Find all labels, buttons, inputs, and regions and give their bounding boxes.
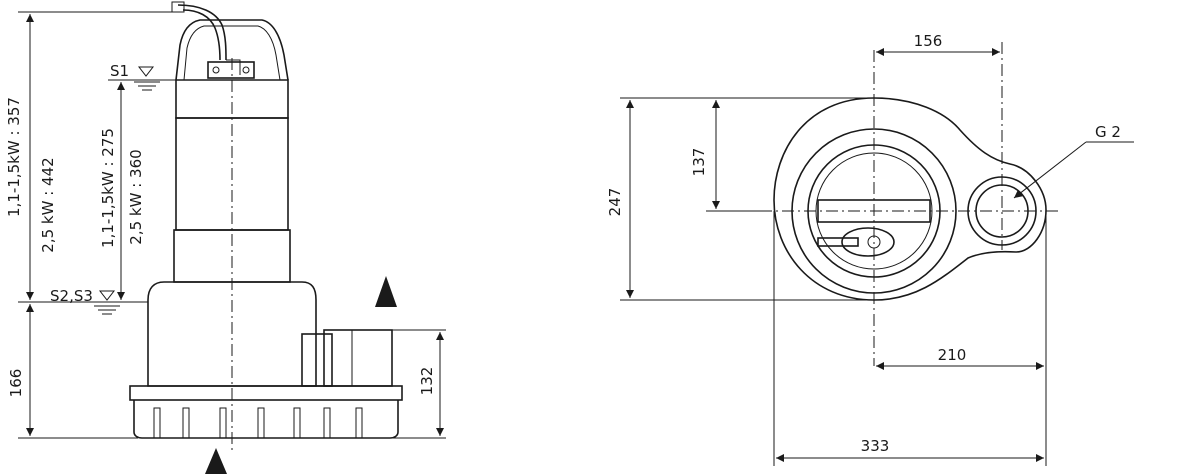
flow-direction-arrow-up-icon [375, 276, 397, 307]
cable-top-view [817, 237, 859, 247]
power-cable [177, 4, 227, 61]
level-s2s3-label: S2,S3 [50, 287, 93, 305]
discharge-port [323, 329, 393, 387]
dim-333-label: 333 [861, 437, 890, 455]
base-plate [129, 385, 403, 401]
dim-total-small-label: 1,1-1,5kW : 357 [5, 97, 23, 217]
pump-housing [147, 281, 317, 387]
inflow-arrow-icon [205, 448, 227, 474]
side-view: 1,1-1,5kW : 357 2,5 kW : 442 166 1,1-1,5… [5, 1, 446, 474]
dim-level-large-label: 2,5 kW : 360 [127, 149, 145, 244]
strainer-slots [153, 407, 363, 439]
cable-entry-top-view [841, 227, 895, 257]
water-level-s2s3-icon [94, 290, 120, 315]
pump-footprint-outline [773, 97, 1047, 301]
dim-247-label: 247 [606, 188, 624, 217]
dim-137-label: 137 [690, 148, 708, 177]
dim-total-large-label: 2,5 kW : 442 [39, 157, 57, 252]
outlet-leader-arrow [1013, 141, 1087, 199]
top-view: 156 247 137 210 333 G 2 [606, 32, 1134, 466]
dim-156-label: 156 [914, 32, 943, 50]
dim-level-small-label: 1,1-1,5kW : 275 [99, 128, 117, 248]
level-s1-label: S1 [110, 62, 129, 80]
carry-handle [175, 19, 289, 81]
water-level-s1-icon [134, 66, 160, 91]
pump-body [129, 1, 446, 439]
dim-210-label: 210 [938, 346, 967, 364]
dim-base-label: 166 [7, 369, 25, 398]
dim-outlet-label: 132 [418, 367, 436, 396]
inlet-strainer [133, 400, 399, 439]
outlet-thread-label: G 2 [1095, 123, 1121, 141]
side-outlet [301, 333, 333, 387]
cable-entry-cap [207, 61, 255, 79]
